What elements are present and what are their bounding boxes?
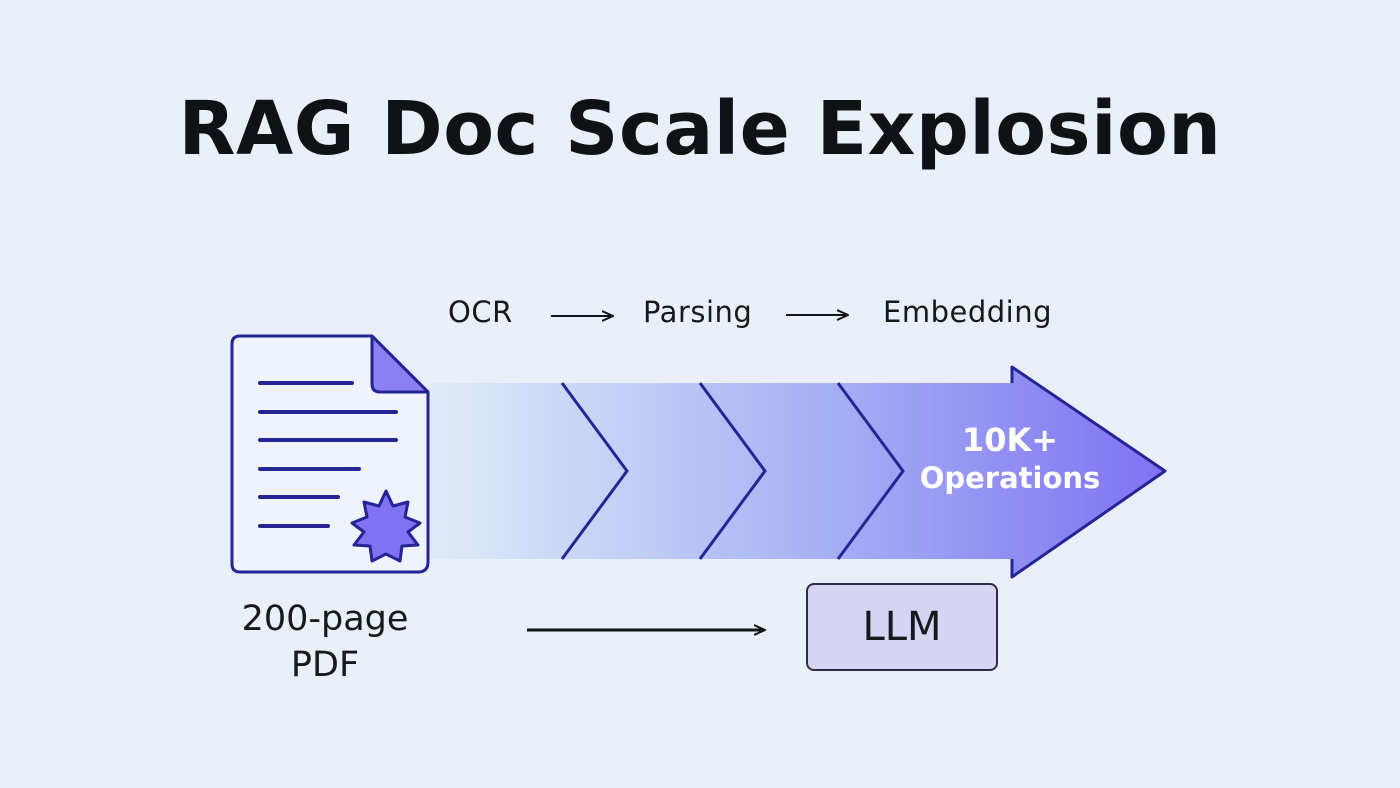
chevron-divider-1 — [560, 382, 629, 560]
document-label: 200-page PDF — [205, 596, 445, 688]
operations-count: 10K+ — [961, 421, 1059, 459]
operations-label: 10K+ Operations — [900, 420, 1120, 496]
document-label-line2: PDF — [290, 645, 360, 685]
stage-label-embedding: Embedding — [883, 295, 1052, 329]
stage-label-parsing: Parsing — [643, 295, 753, 329]
llm-label: LLM — [862, 604, 942, 650]
operations-unit: Operations — [919, 461, 1101, 495]
page-title: RAG Doc Scale Explosion — [178, 86, 1222, 172]
chevron-divider-3 — [836, 382, 905, 560]
llm-box: LLM — [806, 583, 998, 671]
seal-icon — [350, 489, 422, 563]
document-label-line1: 200-page — [241, 599, 409, 639]
flow-arrow — [428, 367, 1165, 577]
stage-label-ocr: OCR — [448, 295, 513, 329]
flow-arrow-outline — [1010, 365, 1167, 579]
chevron-divider-2 — [698, 382, 767, 560]
